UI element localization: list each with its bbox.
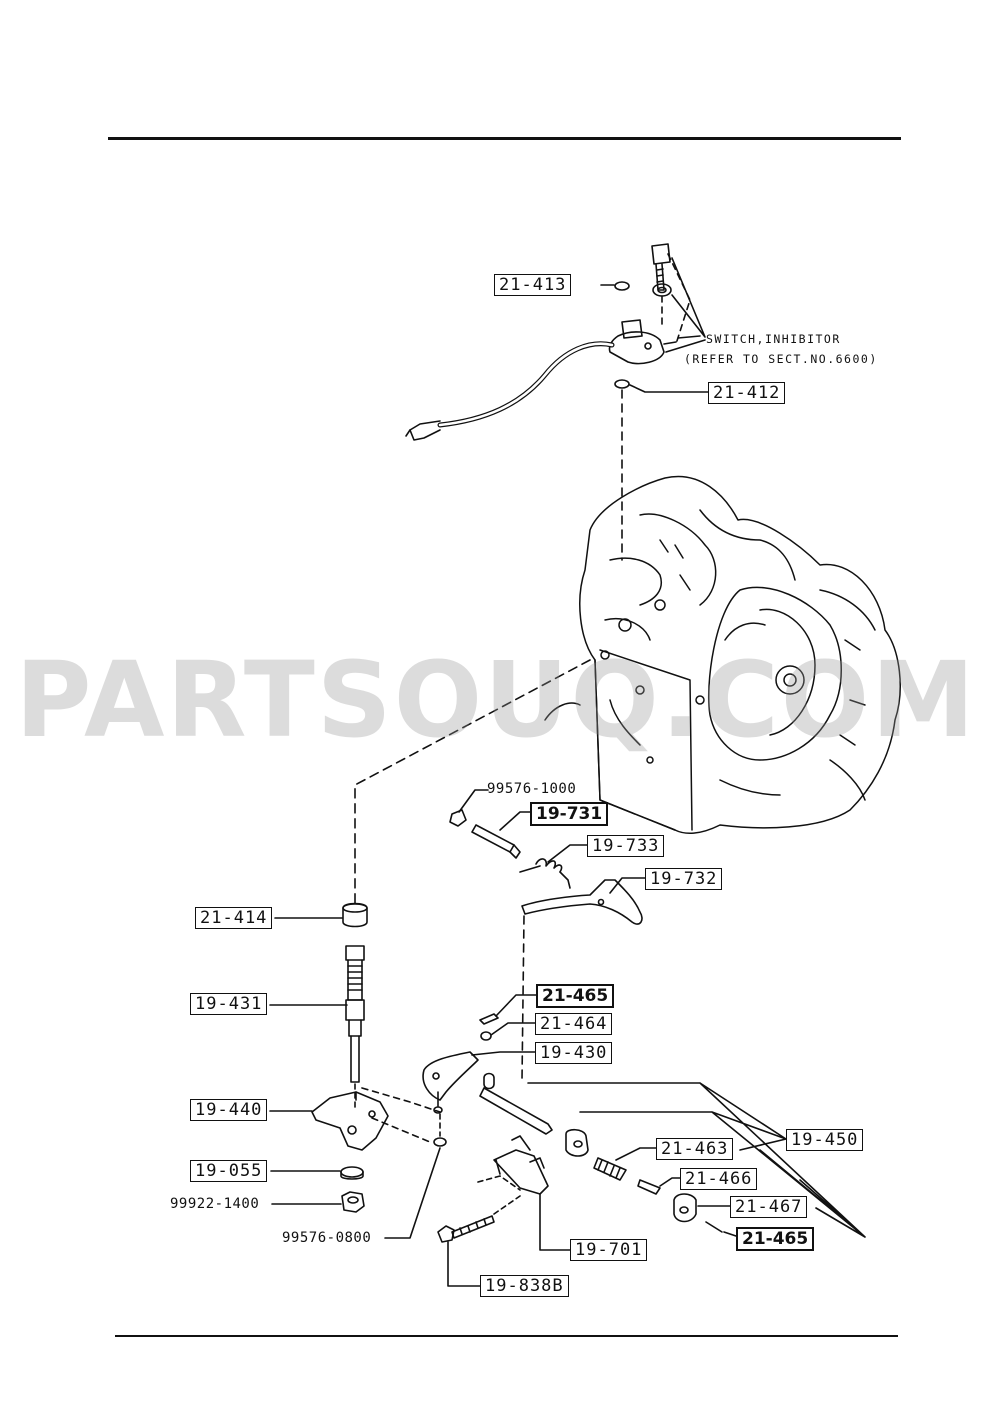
leader-99576-0800 (384, 1147, 441, 1239)
callout-21-414[interactable]: 21-414 (195, 907, 273, 929)
watermark: PARTSOUQ.COM (15, 639, 977, 761)
label-99922-1400[interactable]: 99922-1400 (170, 1196, 260, 1212)
callout-21-467[interactable]: 21-467 (730, 1196, 808, 1218)
leader-19-838b (447, 1241, 481, 1287)
leader-21-465-bottom (723, 1231, 737, 1237)
callout-21-412[interactable]: 21-412 (708, 382, 786, 404)
callout-19-450[interactable]: 19-450 (786, 1129, 864, 1151)
switch-inhibitor (405, 243, 706, 561)
callout-19-838b[interactable]: 19-838B (480, 1275, 569, 1297)
leader-19-450-group (527, 1082, 866, 1238)
leader-21-463 (615, 1147, 657, 1161)
leader-19-731 (499, 811, 531, 831)
callout-21-413[interactable]: 21-413 (494, 274, 572, 296)
bottom-rule (115, 1335, 898, 1337)
leader-21-466 (659, 1177, 681, 1187)
leader-21-465-top (495, 994, 537, 1017)
leader-19-733 (547, 844, 588, 863)
callout-21-463[interactable]: 21-463 (656, 1138, 734, 1160)
callout-19-733[interactable]: 19-733 (587, 835, 665, 857)
switch-inhibitor-note-line1: SWITCH,INHIBITOR (706, 332, 841, 346)
callout-19-430[interactable]: 19-430 (535, 1042, 613, 1064)
leader-21-464 (490, 1022, 536, 1036)
callout-19-731[interactable]: 19-731 (530, 802, 609, 826)
callout-19-431[interactable]: 19-431 (190, 993, 268, 1015)
callout-19-440[interactable]: 19-440 (190, 1099, 268, 1121)
transmission-case (544, 475, 901, 835)
label-99576-1000[interactable]: 99576-1000 (487, 781, 577, 797)
leader-99576-1000 (458, 789, 489, 813)
switch-inhibitor-note-line2: (REFER TO SECT.NO.6600) (684, 352, 878, 366)
callout-19-701[interactable]: 19-701 (570, 1239, 648, 1261)
callout-21-466[interactable]: 21-466 (680, 1168, 758, 1190)
label-99576-0800[interactable]: 99576-0800 (282, 1230, 372, 1246)
spindle-assembly (311, 902, 389, 1213)
leader-21-412 (629, 384, 709, 393)
callout-21-465-bottom[interactable]: 21-465 (736, 1227, 815, 1251)
dashed-link-case (354, 659, 591, 906)
leader-19-430 (471, 1051, 536, 1056)
callout-21-465-top[interactable]: 21-465 (536, 984, 615, 1008)
callout-21-464[interactable]: 21-464 (535, 1013, 613, 1035)
top-rule (108, 137, 901, 140)
leader-19-701 (539, 1193, 571, 1251)
callout-19-732[interactable]: 19-732 (645, 868, 723, 890)
leader-19-732 (609, 877, 646, 894)
callout-19-055[interactable]: 19-055 (190, 1160, 268, 1182)
manual-lever-assembly (361, 1013, 723, 1243)
